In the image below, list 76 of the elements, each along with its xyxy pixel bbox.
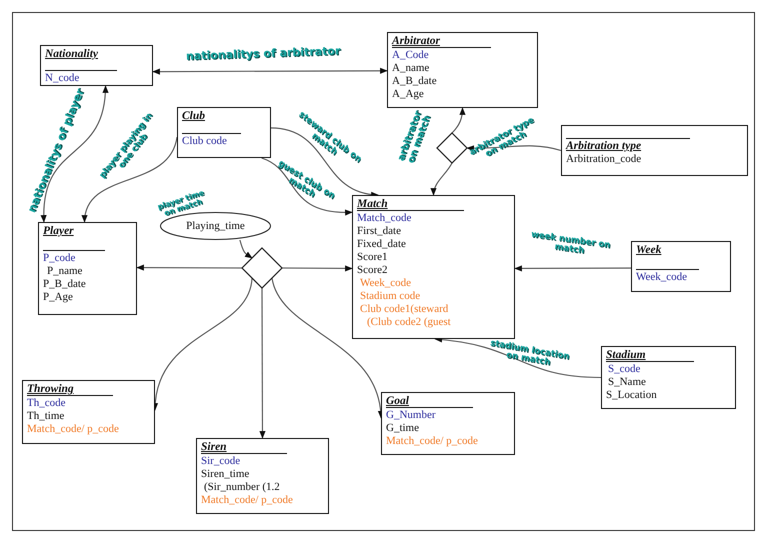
attribute-field: Match_code	[357, 212, 412, 225]
attribute-field: Match_code/ p_code	[27, 423, 119, 436]
attribute-field: First_date	[357, 225, 401, 238]
relationship-arrow	[41, 85, 108, 223]
relationship-arrow	[259, 288, 266, 439]
attribute-field: A_name	[392, 62, 430, 75]
attribute-field: Siren_time	[201, 468, 250, 481]
entity-name: Stadium	[606, 349, 646, 362]
attribute-field: A_Code	[392, 49, 429, 62]
attribute-field: A_B_date	[392, 75, 437, 88]
entity-box	[22, 380, 155, 444]
attribute-field: Arbitration_code	[566, 153, 642, 166]
attribute-field: S_Location	[606, 389, 657, 402]
attribute-field: (Sir_number (1.2	[201, 481, 280, 494]
attribute-field: G_time	[386, 422, 419, 435]
relationship-arrow	[282, 265, 353, 272]
relationship-arrow	[136, 264, 242, 271]
attribute-field: Th_code	[27, 397, 66, 410]
attribute-field: Th_time	[27, 410, 64, 423]
entity-name: Player	[43, 225, 74, 238]
attribute-field: P_Age	[43, 291, 73, 304]
attribute-field: S_Name	[606, 376, 646, 389]
entity-name: Week	[636, 244, 662, 257]
relationship-arrow	[82, 136, 178, 223]
attribute-field: P_code	[43, 252, 76, 265]
attribute-field: P_name	[43, 265, 82, 278]
entity-box	[40, 45, 153, 86]
entity-name: Throwing	[27, 383, 74, 396]
attribute-field: Score2	[357, 264, 388, 277]
attribute-field: (Club code2 (guest	[357, 316, 451, 329]
attribute-field: Match_code/ p_code	[201, 494, 293, 507]
attribute-field: Score1	[357, 251, 388, 264]
relationship-arrow	[270, 127, 379, 198]
attribute-field: P_B_date	[43, 278, 86, 291]
relationship-arrow	[261, 158, 353, 216]
entity-box	[196, 438, 329, 514]
relationship-arrow	[152, 68, 388, 75]
attribute-field: S_code	[606, 363, 640, 376]
attribute-field: Fixed_date	[357, 238, 406, 251]
attribute-field: Stadium code	[357, 290, 420, 303]
relationship-diamond	[242, 248, 282, 288]
entity-name: Nationality	[45, 48, 98, 61]
edge-label: week number on match	[529, 230, 612, 258]
attribute-field: Club code1(steward	[357, 303, 448, 316]
entity-name: Match	[357, 198, 388, 211]
edge-label: nationalitys of arbitrator	[186, 45, 341, 62]
entity-box	[352, 195, 515, 339]
attribute-field: Week_code	[357, 277, 412, 290]
attribute-field: G_Number	[386, 409, 436, 422]
attribute-field: A_Age	[392, 88, 424, 101]
relationship-arrow	[430, 162, 452, 196]
entity-box	[561, 125, 748, 176]
entity-name: Goal	[386, 395, 409, 408]
edge-label: stadium location on match	[488, 338, 572, 370]
relationship-diamond	[437, 133, 467, 163]
attribute-field: N_code	[45, 72, 80, 85]
attribute-field: Sir_code	[201, 455, 240, 468]
relationship-arrow	[271, 278, 384, 419]
entity-name: Siren	[201, 441, 227, 454]
attribute-name: Playing_time	[186, 220, 245, 232]
entity-box	[177, 107, 271, 158]
attribute-field: Match_code/ p_code	[386, 435, 478, 448]
entity-box	[631, 241, 731, 292]
relationship-arrow	[514, 265, 631, 272]
entity-box	[38, 222, 137, 315]
entity-name: Arbitrator	[392, 35, 440, 48]
attribute-field: Week_code	[636, 271, 688, 284]
entity-box	[601, 346, 736, 409]
entity-box	[387, 32, 538, 108]
attribute-field: Club code	[182, 135, 227, 148]
entity-box	[381, 392, 515, 455]
relationship-arrow	[434, 336, 602, 378]
relationship-arrow	[239, 240, 253, 258]
entity-name: Club	[182, 110, 206, 123]
relationship-arrow	[452, 107, 466, 134]
entity-name: Arbitration type	[566, 140, 642, 153]
